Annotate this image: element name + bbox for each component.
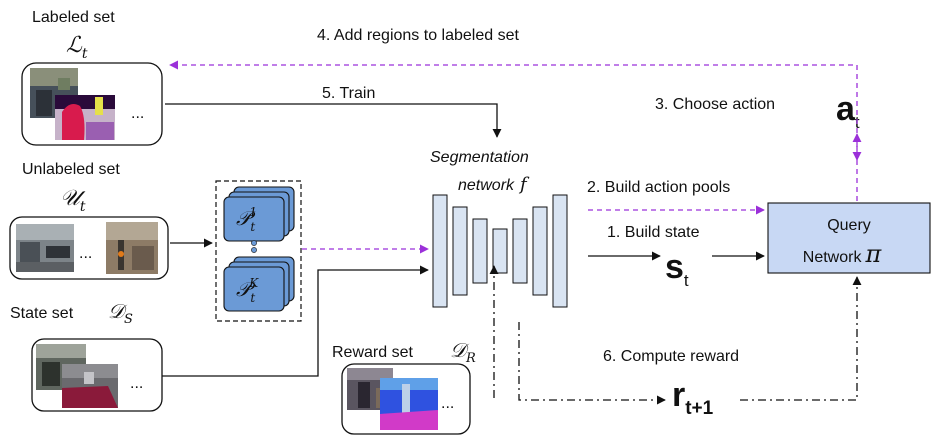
- pool-bottom-label: 𝒫tK: [236, 276, 259, 305]
- reward-set-title: Reward set: [332, 344, 413, 361]
- step-4-label: 4. Add regions to labeled set: [317, 27, 519, 44]
- decoder-layer-2: [532, 206, 548, 296]
- unlabeled-set-title: Unlabeled set: [22, 161, 120, 178]
- query-network-box: [767, 202, 931, 274]
- decoder-layer-1: [512, 218, 528, 284]
- reward-variable: rt+1: [672, 376, 714, 419]
- action-pools: 𝒫t1 𝒫tK: [215, 180, 302, 322]
- pool-dots: [251, 240, 257, 253]
- step-1-label: 1. Build state: [607, 224, 700, 241]
- step-6-label: 6. Compute reward: [603, 348, 739, 365]
- segmentation-label-line1: Segmentation: [430, 149, 529, 166]
- labeled-thumbnail-back: [30, 68, 78, 118]
- step-3-label: 3. Choose action: [655, 96, 775, 113]
- action-variable: at: [836, 90, 860, 132]
- arrow-add-regions: [169, 60, 862, 161]
- arrow-train: [165, 103, 502, 138]
- unlabeled-set: Unlabeled set 𝒰t ...: [9, 161, 169, 280]
- arrow-state-set-to-network: [162, 265, 429, 377]
- state-set-symbol: 𝒟S: [108, 299, 133, 327]
- step-2-label: 2. Build action pools: [587, 179, 730, 196]
- unlabeled-set-ellipsis: ...: [79, 245, 92, 262]
- unlabeled-set-symbol: 𝒰t: [60, 186, 86, 215]
- state-variable: st: [665, 248, 689, 290]
- action-pools-dashed-box: [215, 180, 302, 322]
- reward-set-ellipsis: ...: [441, 395, 454, 412]
- pool-top-label: 𝒫t1: [236, 205, 257, 234]
- unlabeled-thumbnail-1: [16, 224, 74, 272]
- labeled-set-title: Labeled set: [32, 9, 115, 26]
- arrow-reward-to-query: [740, 276, 862, 401]
- arrow-compute-reward: [518, 322, 666, 405]
- pool-stack-bottom: 𝒫tK: [223, 256, 295, 312]
- encoder-layer-2: [452, 206, 468, 296]
- state-set-title: State set: [10, 305, 74, 322]
- labeled-set-symbol: ℒt: [66, 33, 88, 62]
- encoder-layer-3: [472, 218, 488, 284]
- state-set: State set 𝒟S ...: [10, 299, 163, 412]
- reward-set: Reward set 𝒟R ...: [332, 338, 476, 435]
- reward-thumbnail-front: [380, 378, 438, 430]
- unlabeled-thumbnail-2: [106, 222, 158, 274]
- pool-stack-top: 𝒫t1: [223, 186, 295, 242]
- labeled-set-ellipsis: ...: [131, 105, 144, 122]
- step-5-label: 5. Train: [322, 85, 375, 102]
- state-thumbnail-front: [62, 364, 118, 408]
- state-set-ellipsis: ...: [130, 375, 143, 392]
- labeled-set: Labeled set ℒt ...: [21, 9, 163, 146]
- bottleneck-layer: [492, 228, 508, 274]
- decoder-layer-3: [552, 194, 568, 308]
- labeled-thumbnail-front: [55, 95, 115, 140]
- encoder-layer-1: [432, 194, 448, 308]
- query-label-line1: Query: [827, 217, 871, 234]
- reward-set-symbol: 𝒟R: [450, 338, 476, 366]
